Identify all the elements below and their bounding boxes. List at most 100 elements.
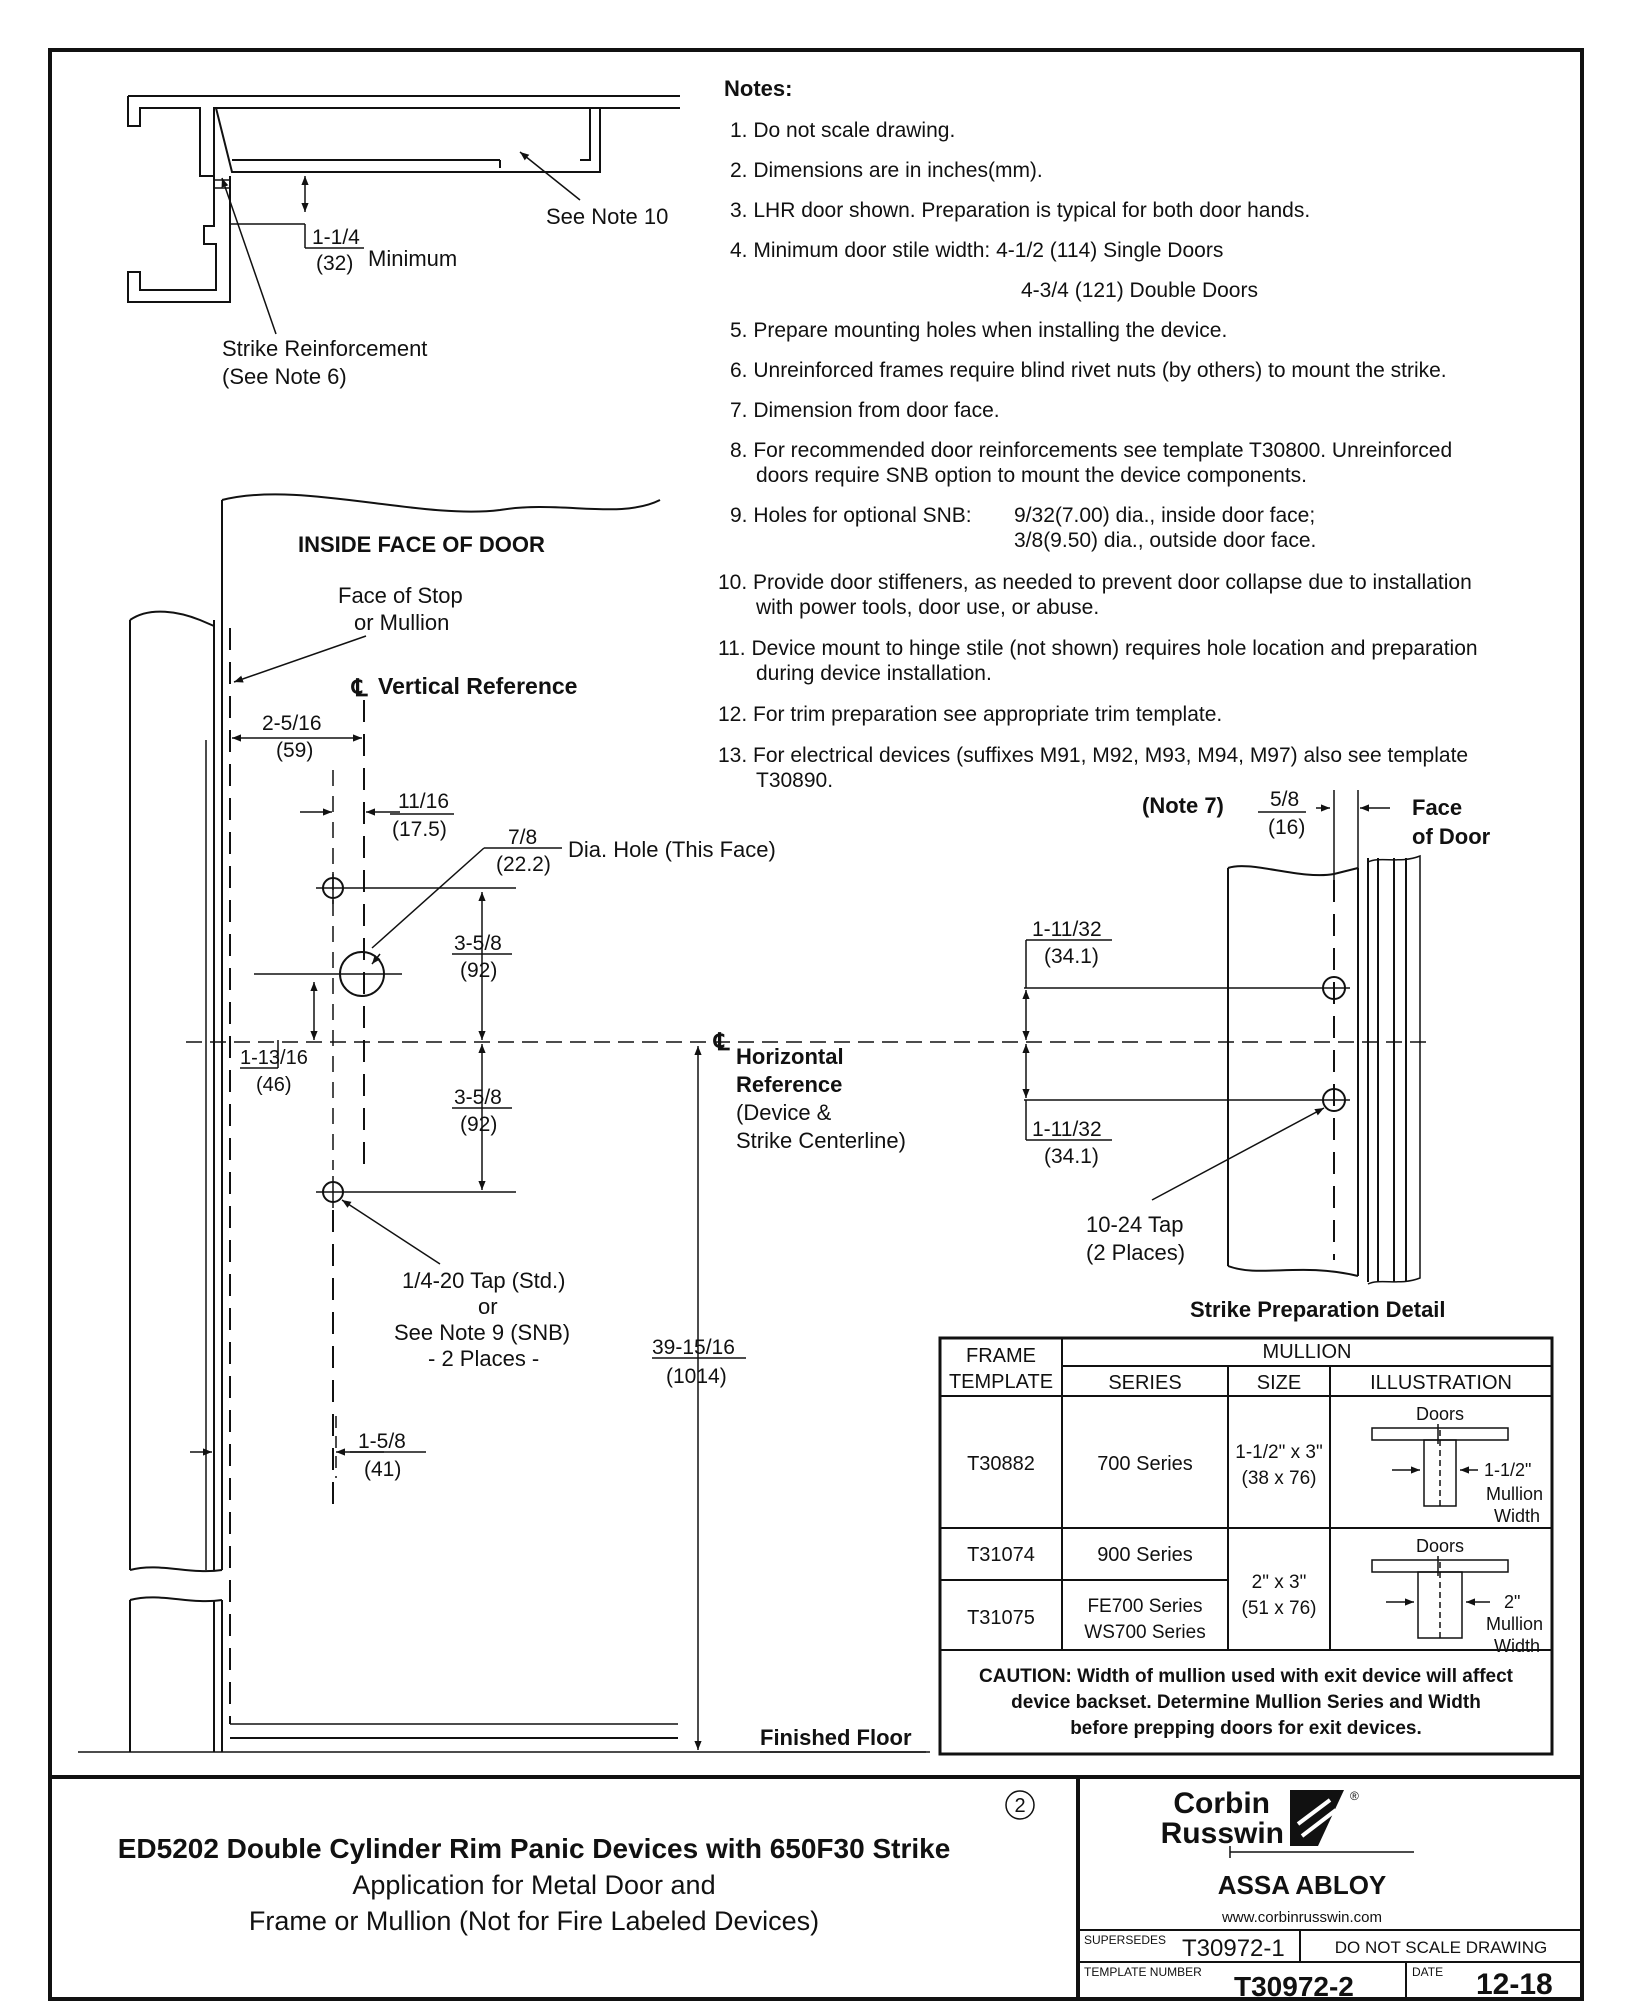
horizontal-ref-label-4: Strike Centerline) xyxy=(736,1128,906,1153)
row-series-cell: 900 Series xyxy=(1097,1544,1193,1566)
strike-dim-5-8-mm: (16) xyxy=(1268,816,1305,839)
drawing-title: ED5202 Double Cylinder Rim Panic Devices… xyxy=(118,1833,951,1864)
tap-label-4: - 2 Places - xyxy=(428,1346,539,1371)
frame-dim-mm: (32) xyxy=(316,252,353,275)
dim-7-8-mm: (22.2) xyxy=(496,853,551,876)
strike-detail-caption: Strike Preparation Detail xyxy=(1190,1297,1446,1322)
note-10: 10. Provide door stiffeners, as needed t… xyxy=(718,571,1472,594)
row-size-cell: 1-1/2" x 3" xyxy=(1235,1442,1322,1463)
note-9c: 3/8(9.50) dia., outside door face. xyxy=(1014,529,1316,552)
note-12: 12. For trim preparation see appropriate… xyxy=(718,703,1222,726)
dim-3-5-8-upper-mm: (92) xyxy=(460,959,497,982)
note-1: 1. Do not scale drawing. xyxy=(730,119,955,142)
dim-39-15-16-mm: (1014) xyxy=(666,1365,727,1388)
svg-text:Mullion: Mullion xyxy=(1486,1614,1543,1634)
col-mullion: MULLION xyxy=(1263,1341,1352,1363)
dim-39-15-16: 39-15/16 xyxy=(652,1336,735,1359)
vertical-ref-label: Vertical Reference xyxy=(378,673,577,699)
horizontal-ref-label-3: (Device & xyxy=(736,1100,832,1125)
row-size-mm-cell: (51 x 76) xyxy=(1242,1598,1317,1619)
note-8b: doors require SNB option to mount the de… xyxy=(756,464,1307,487)
vertical-ref-symbol: ℄ xyxy=(351,675,368,702)
door-elevation: INSIDE FACE OF DOOR Face of Stop or Mull… xyxy=(78,493,1432,1753)
row-template-cell: T31074 xyxy=(967,1544,1035,1566)
strike-dim-bottom-mm: (34.1) xyxy=(1044,1145,1099,1168)
row-template-cell: T30882 xyxy=(967,1453,1035,1475)
do-not-scale-label: DO NOT SCALE DRAWING xyxy=(1335,1938,1548,1957)
strike-dim-5-8: 5/8 xyxy=(1270,788,1299,811)
inside-face-label: INSIDE FACE OF DOOR xyxy=(298,532,545,557)
face-of-stop-label-2: or Mullion xyxy=(354,610,449,635)
dim-2-5-16: 2-5/16 xyxy=(262,712,322,735)
frame-dim-fraction: 1-1/4 xyxy=(312,226,360,249)
note-8: 8. For recommended door reinforcements s… xyxy=(730,439,1452,462)
tap-label-3: See Note 9 (SNB) xyxy=(394,1320,570,1345)
note-9b: 9/32(7.00) dia., inside door face; xyxy=(1014,504,1315,527)
note-13b: T30890. xyxy=(756,769,833,792)
see-note-10-label: See Note 10 xyxy=(546,204,668,229)
face-of-door-label-1: Face xyxy=(1412,795,1462,820)
note-4: 4. Minimum door stile width: 4-1/2 (114)… xyxy=(730,239,1223,262)
note-6: 6. Unreinforced frames require blind riv… xyxy=(730,359,1447,382)
strike-tap-label-1: 10-24 Tap xyxy=(1086,1212,1183,1237)
website-label: www.corbinrusswin.com xyxy=(1221,1909,1382,1926)
note-10b: with power tools, door use, or abuse. xyxy=(755,596,1099,619)
dim-3-5-8-lower-mm: (92) xyxy=(460,1113,497,1136)
horizontal-ref-label-1: Horizontal xyxy=(736,1044,844,1069)
col-series: SERIES xyxy=(1108,1372,1181,1394)
frame-section-detail: 1-1/4 (32) Minimum See Note 10 Strike Re… xyxy=(127,95,680,389)
col-frame-template-1: FRAME xyxy=(966,1345,1036,1367)
caution-line-2: device backset. Determine Mullion Series… xyxy=(1011,1692,1481,1713)
note-11b: during device installation. xyxy=(756,662,992,685)
svg-text:Mullion: Mullion xyxy=(1486,1484,1543,1504)
note-7-label: (Note 7) xyxy=(1142,793,1224,818)
revision-badge xyxy=(1005,1790,1035,1820)
note-2: 2. Dimensions are in inches(mm). xyxy=(730,159,1043,182)
dim-1-5-8-mm: (41) xyxy=(364,1458,401,1481)
title-block: 2 ED5202 Double Cylinder Rim Panic Devic… xyxy=(118,1787,1582,2002)
svg-text:Doors: Doors xyxy=(1416,1404,1464,1424)
row-series-cell: FE700 Series xyxy=(1087,1596,1202,1617)
strike-detail: (Note 7) 5/8 (16) Face of Door 1-11/32 (… xyxy=(1022,788,1491,1322)
row-series-cell-2: WS700 Series xyxy=(1084,1622,1205,1643)
col-size: SIZE xyxy=(1257,1372,1301,1394)
svg-text:Russwin: Russwin xyxy=(1161,1817,1284,1850)
strike-dim-bottom: 1-11/32 xyxy=(1032,1118,1102,1141)
note-9: 9. Holes for optional SNB: xyxy=(730,504,972,527)
dim-1-5-8: 1-5/8 xyxy=(358,1430,406,1453)
strike-dim-top: 1-11/32 xyxy=(1032,918,1102,941)
row-series-cell: 700 Series xyxy=(1097,1453,1193,1475)
frame-dim-minimum: Minimum xyxy=(368,246,457,271)
corbin-russwin-logo: Corbin Russwin ® xyxy=(1161,1787,1414,1858)
note-4b: 4-3/4 (121) Double Doors xyxy=(1021,279,1258,302)
drawing-subtitle-2: Frame or Mullion (Not for Fire Labeled D… xyxy=(249,1906,819,1936)
svg-text:Doors: Doors xyxy=(1416,1536,1464,1556)
dim-3-5-8-lower: 3-5/8 xyxy=(454,1086,502,1109)
svg-text:Corbin: Corbin xyxy=(1173,1787,1270,1820)
horizontal-ref-label-2: Reference xyxy=(736,1072,842,1097)
svg-text:Width: Width xyxy=(1494,1506,1540,1526)
notes-heading: Notes: xyxy=(724,76,792,101)
revision-number: 2 xyxy=(1014,1795,1025,1817)
mullion-illustration-b: Doors 2" Mullion Width xyxy=(1371,1536,1543,1656)
template-number-value: T30972-2 xyxy=(1234,1971,1354,2002)
dim-1-13-16-mm: (46) xyxy=(256,1074,292,1096)
supersedes-label: SUPERSEDES xyxy=(1084,1933,1166,1947)
sheet-border xyxy=(48,48,1584,2001)
date-label: DATE xyxy=(1412,1965,1443,1979)
dim-11-16-mm: (17.5) xyxy=(392,818,447,841)
row-size-mm-cell: (38 x 76) xyxy=(1242,1468,1317,1489)
drawing-subtitle-1: Application for Metal Door and xyxy=(352,1870,715,1900)
note-7: 7. Dimension from door face. xyxy=(730,399,1000,422)
mullion-illustration-a: Doors 1-1/2" Mullion Width xyxy=(1371,1404,1543,1526)
dim-2-5-16-mm: (59) xyxy=(276,739,313,762)
note-13: 13. For electrical devices (suffixes M91… xyxy=(718,744,1468,767)
assa-abloy-label: ASSA ABLOY xyxy=(1218,1870,1387,1900)
notes-block: Notes: 1. Do not scale drawing. 2. Dimen… xyxy=(718,76,1478,792)
col-illustration: ILLUSTRATION xyxy=(1370,1372,1512,1394)
mullion-table: FRAME TEMPLATE MULLION SERIES SIZE ILLUS… xyxy=(938,1336,1554,1756)
dim-1-13-16: 1-13/16 xyxy=(240,1047,308,1069)
dim-3-5-8-upper: 3-5/8 xyxy=(454,932,502,955)
strike-dim-top-mm: (34.1) xyxy=(1044,945,1099,968)
tap-label-1: 1/4-20 Tap (Std.) xyxy=(402,1268,565,1293)
